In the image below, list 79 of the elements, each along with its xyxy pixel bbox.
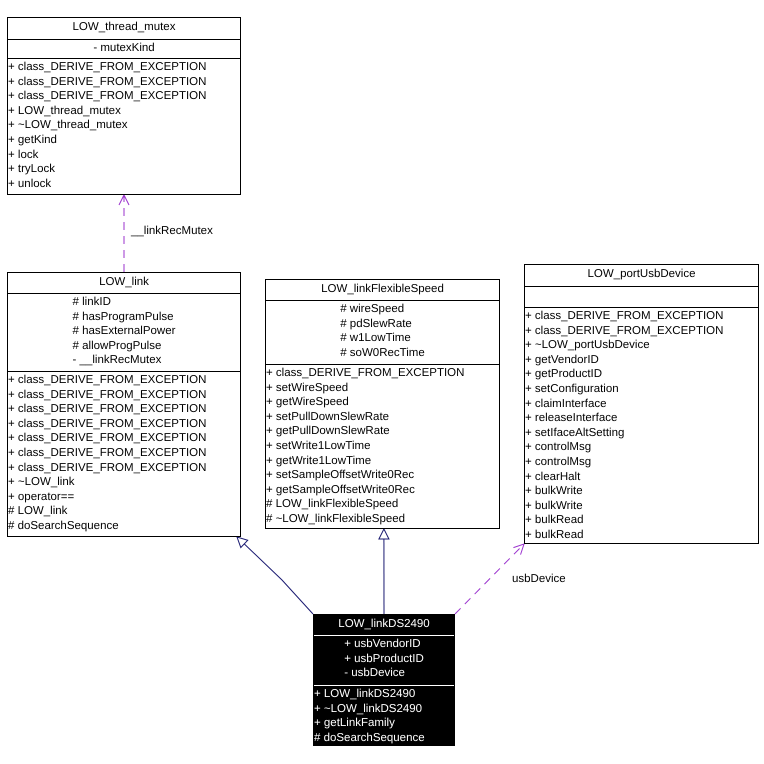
member-text: - usbDevice [344,666,405,681]
member-text: + bulkWrite [525,484,583,499]
member-text: + tryLock [8,162,55,177]
member-text: + ~LOW_linkDS2490 [314,702,422,716]
class-box [524,264,759,544]
member-text: + class_DERIVE_FROM_EXCEPTION [8,446,206,461]
member-text: + bulkRead [525,528,584,542]
member-text: + ~LOW_link [8,475,74,490]
member-text: + ~LOW_portUsbDevice [525,338,650,353]
dependency-arrow [118,194,130,272]
member-text: + controlMsg [525,440,592,455]
member-text: + operator== [8,490,74,504]
member-text: + lock [8,148,38,162]
member-text: # hasExternalPower [72,324,176,339]
member-text: + class_DERIVE_FROM_EXCEPTION [8,60,206,75]
edge-label: __linkRecMutex [130,224,214,238]
member-text: - mutexKind [93,41,155,56]
class-box [313,614,455,746]
member-text: # doSearchSequence [314,730,425,746]
member-text: # ~LOW_linkFlexibleSpeed [266,512,406,527]
class-name: LOW_thread_mutex [72,20,176,35]
member-text: + setIfaceAltSetting [525,426,624,440]
member-text: + unlock [8,176,52,192]
member-text: + class_DERIVE_FROM_EXCEPTION [8,431,206,446]
member-text: + class_DERIVE_FROM_EXCEPTION [8,89,206,104]
class-name: LOW_linkFlexibleSpeed [320,282,445,297]
class-box [7,272,241,537]
member-text: + bulkRead [525,513,584,528]
class-box [7,17,241,195]
member-text: + LOW_thread_mutex [8,104,121,118]
inheritance-arrow [236,536,314,614]
member-text: # soW0RecTime [340,346,425,360]
member-text: + setConfiguration [525,382,619,397]
member-text: + releaseInterface [525,411,618,426]
member-text: + setPullDownSlewRate [266,410,390,424]
member-text: + ~LOW_thread_mutex [8,118,128,133]
class-name: LOW_portUsbDevice [586,267,696,282]
member-text: + getWrite1LowTime [266,454,372,468]
member-text: + getVendorID [525,352,599,368]
member-text: # LOW_link [8,504,68,519]
member-text: + setWireSpeed [266,380,348,396]
member-text: # linkID [72,295,111,310]
member-text: + setSampleOffsetWrite0Rec [266,468,414,483]
member-text: # pdSlewRate [340,316,412,332]
member-text: + getSampleOffsetWrite0Rec [266,482,415,498]
class-name: LOW_linkDS2490 [337,617,431,632]
member-text: + clearHalt [525,470,580,484]
member-text: + getLinkFamily [314,716,395,731]
member-text: + bulkWrite [525,498,583,514]
class-name: LOW_link [98,275,150,290]
dependency-arrow [454,544,524,614]
member-text: + class_DERIVE_FROM_EXCEPTION [8,460,206,476]
inheritance-arrow [378,528,390,614]
member-text: + claimInterface [525,396,606,412]
member-text: + controlMsg [525,454,592,470]
member-text: - __linkRecMutex [72,353,162,368]
member-text: + setWrite1LowTime [266,438,370,454]
class-box [265,279,500,529]
member-text: + class_DERIVE_FROM_EXCEPTION [8,416,206,432]
member-text: + usbProductID [344,652,424,666]
member-text: # doSearchSequence [8,518,119,534]
member-text: + class_DERIVE_FROM_EXCEPTION [8,402,206,417]
member-text: + class_DERIVE_FROM_EXCEPTION [8,373,206,388]
member-text: + class_DERIVE_FROM_EXCEPTION [8,74,206,90]
member-text: + LOW_linkDS2490 [314,687,416,702]
member-text: # wireSpeed [340,302,404,317]
member-text: + class_DERIVE_FROM_EXCEPTION [525,309,724,324]
member-text: + getWireSpeed [266,395,349,410]
member-text: + class_DERIVE_FROM_EXCEPTION [266,366,464,381]
member-text: + class_DERIVE_FROM_EXCEPTION [8,388,206,402]
member-text: # allowProgPulse [72,338,162,354]
member-text: + usbVendorID [344,637,421,652]
member-text: # hasProgramPulse [72,310,174,324]
member-text: + getKind [8,132,57,148]
member-text: + getProductID [525,367,602,382]
member-text: + getPullDownSlewRate [266,424,390,439]
member-text: + class_DERIVE_FROM_EXCEPTION [525,324,724,338]
member-text: # LOW_linkFlexibleSpeed [266,497,398,512]
member-text: # w1LowTime [340,331,411,346]
